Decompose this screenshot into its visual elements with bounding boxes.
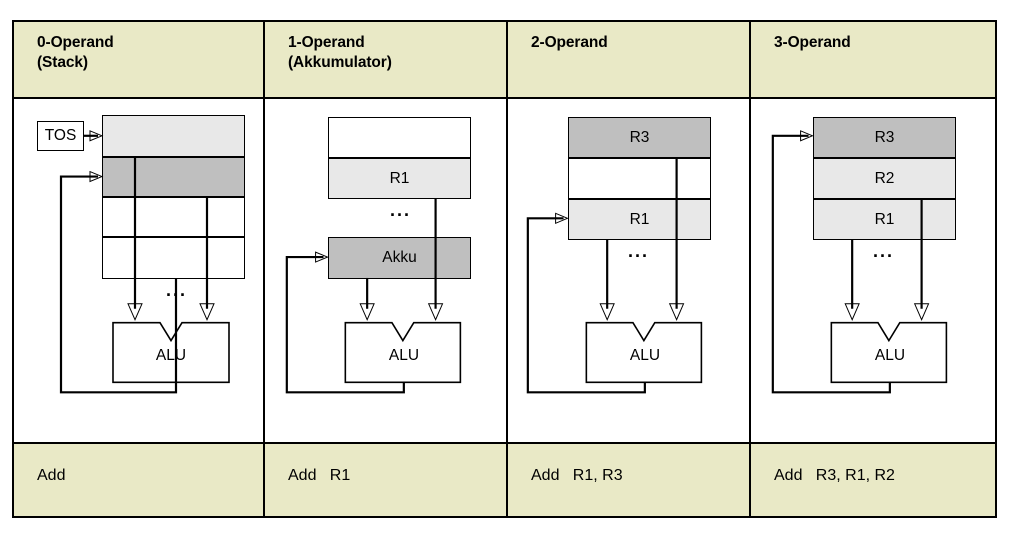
header-cell-zero-operand: 0-Operand (Stack) [14,22,263,97]
diagram-zero-operand: TOS ... [14,99,263,442]
header-cell-one-operand: 1-Operand (Akkumulator) [263,22,506,97]
operand-format-table: 0-Operand (Stack) 1-Operand (Akkumulator… [12,20,997,518]
register-cell-one-operand-1: R1 [328,158,471,199]
diagram-one-operand: ... R1 ... Akku [263,99,506,442]
header-cell-two-operand: 2-Operand [506,22,749,97]
three-operand-wiring [771,130,930,394]
alu-shape-one-operand [344,321,462,384]
stack-cell-3 [102,237,245,279]
header-subtitle-zero-operand: (Stack) [37,54,88,71]
header-title-three-operand: 3-Operand [774,34,851,51]
table-header-row: 0-Operand (Stack) 1-Operand (Akkumulator… [14,22,995,99]
register-cell-two-operand-2: R1 [568,199,711,240]
accumulator-box: Akku [328,237,471,279]
header-cell-three-operand: 3-Operand [749,22,995,97]
two-operand-wiring [526,157,685,394]
stack-cell-2 [102,197,245,237]
alu-label-two-operand: ALU [629,347,661,364]
register-ellipsis-bottom-three-operand: ... [873,241,895,261]
register-cell-three-operand-2: R1 [813,199,956,240]
table-diagram-row: TOS ... [14,99,995,444]
instruction-two-operand: Add R1, R3 [506,444,749,516]
diagram-three-operand: ... R3 R2 R1 ... [749,99,995,442]
alu-shape-zero-operand [112,321,230,384]
register-cell-three-operand-0: R3 [813,117,956,158]
register-cell-one-operand-0 [328,117,471,158]
tos-pointer-label: TOS [37,121,84,151]
register-cell-two-operand-0: R3 [568,117,711,158]
alu-label-zero-operand: ALU [155,347,187,364]
header-title-two-operand: 2-Operand [531,34,608,51]
header-title-one-operand: 1-Operand [288,34,365,51]
table-instruction-row: Add Add R1 Add R1, R3 Add R3, R1, R2 [14,444,995,516]
alu-label-three-operand: ALU [874,347,906,364]
stack-cell-1 [102,157,245,197]
one-operand-wiring [285,198,444,394]
alu-shape-three-operand [830,321,948,384]
instruction-one-operand: Add R1 [263,444,506,516]
register-ellipsis-bottom-two-operand: ... [628,241,650,261]
register-cell-two-operand-1 [568,158,711,199]
header-title-zero-operand: 0-Operand [37,34,114,51]
diagram-two-operand: ... R3 R1 ... [506,99,749,442]
alu-shape-two-operand [585,321,703,384]
header-subtitle-one-operand: (Akkumulator) [288,54,392,71]
register-ellipsis-bottom-one-operand: ... [390,200,412,220]
instruction-three-operand: Add R3, R1, R2 [749,444,995,516]
instruction-zero-operand: Add [14,444,263,516]
alu-label-one-operand: ALU [388,347,420,364]
zero-operand-wiring [59,130,215,394]
register-cell-three-operand-1: R2 [813,158,956,199]
